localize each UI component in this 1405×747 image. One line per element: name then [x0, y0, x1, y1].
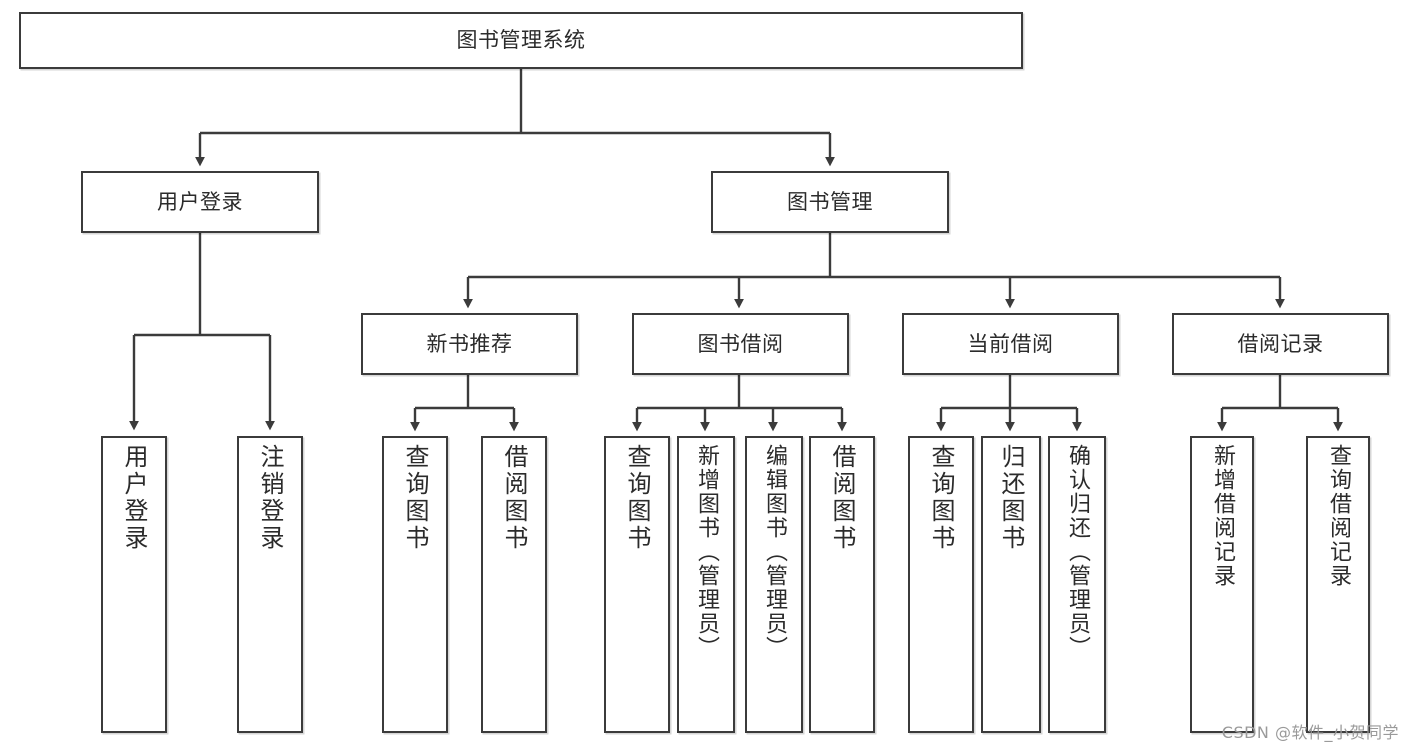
node-label: 新增借阅记录: [1210, 444, 1235, 588]
node-label: 图书借阅: [697, 331, 784, 356]
node-leaf-query-book-current[interactable]: 查询图书: [908, 436, 974, 733]
node-leaf-user-logout[interactable]: 注销登录: [237, 436, 303, 733]
node-label: 查询图书: [927, 444, 955, 552]
node-leaf-add-borrow-record[interactable]: 新增借阅记录: [1190, 436, 1254, 733]
node-leaf-return-book[interactable]: 归还图书: [981, 436, 1041, 733]
node-label: 图书管理系统: [456, 28, 586, 53]
node-leaf-edit-book[interactable]: 编辑图书（管理员）: [745, 436, 803, 733]
node-label: 查询借阅记录: [1326, 444, 1351, 588]
node-label: 注销登录: [256, 444, 284, 552]
node-leaf-query-borrow-record[interactable]: 查询借阅记录: [1306, 436, 1370, 733]
node-leaf-confirm-return[interactable]: 确认归还（管理员）: [1048, 436, 1106, 733]
node-label: 图书管理: [787, 189, 873, 214]
node-book-management[interactable]: 图书管理: [711, 171, 949, 233]
node-current-borrow[interactable]: 当前借阅: [902, 313, 1119, 375]
node-new-book-recommend[interactable]: 新书推荐: [361, 313, 578, 375]
node-label: 借阅记录: [1237, 331, 1324, 356]
node-leaf-query-book-recommend[interactable]: 查询图书: [382, 436, 448, 733]
node-root-book-management-system[interactable]: 图书管理系统: [19, 12, 1023, 69]
node-label: 确认归还（管理员）: [1065, 444, 1090, 660]
node-label: 编辑图书（管理员）: [762, 444, 787, 660]
node-label: 查询图书: [623, 444, 651, 552]
node-label: 新增图书（管理员）: [694, 444, 719, 660]
node-leaf-borrow-book[interactable]: 借阅图书: [809, 436, 875, 733]
node-leaf-query-book-borrow[interactable]: 查询图书: [604, 436, 670, 733]
node-label: 归还图书: [997, 444, 1025, 552]
node-label: 查询图书: [401, 444, 429, 552]
node-leaf-add-book[interactable]: 新增图书（管理员）: [677, 436, 735, 733]
watermark-text: CSDN @软件_小贺同学: [1221, 723, 1399, 742]
node-label: 当前借阅: [967, 331, 1054, 356]
node-book-borrow[interactable]: 图书借阅: [632, 313, 849, 375]
node-user-login[interactable]: 用户登录: [81, 171, 319, 233]
node-leaf-borrow-book-recommend[interactable]: 借阅图书: [481, 436, 547, 733]
node-leaf-user-login[interactable]: 用户登录: [101, 436, 167, 733]
node-label: 借阅图书: [828, 444, 856, 552]
node-label: 新书推荐: [426, 331, 513, 356]
node-label: 借阅图书: [500, 444, 528, 552]
node-label: 用户登录: [120, 444, 148, 552]
node-borrow-record[interactable]: 借阅记录: [1172, 313, 1389, 375]
node-label: 用户登录: [157, 189, 243, 214]
